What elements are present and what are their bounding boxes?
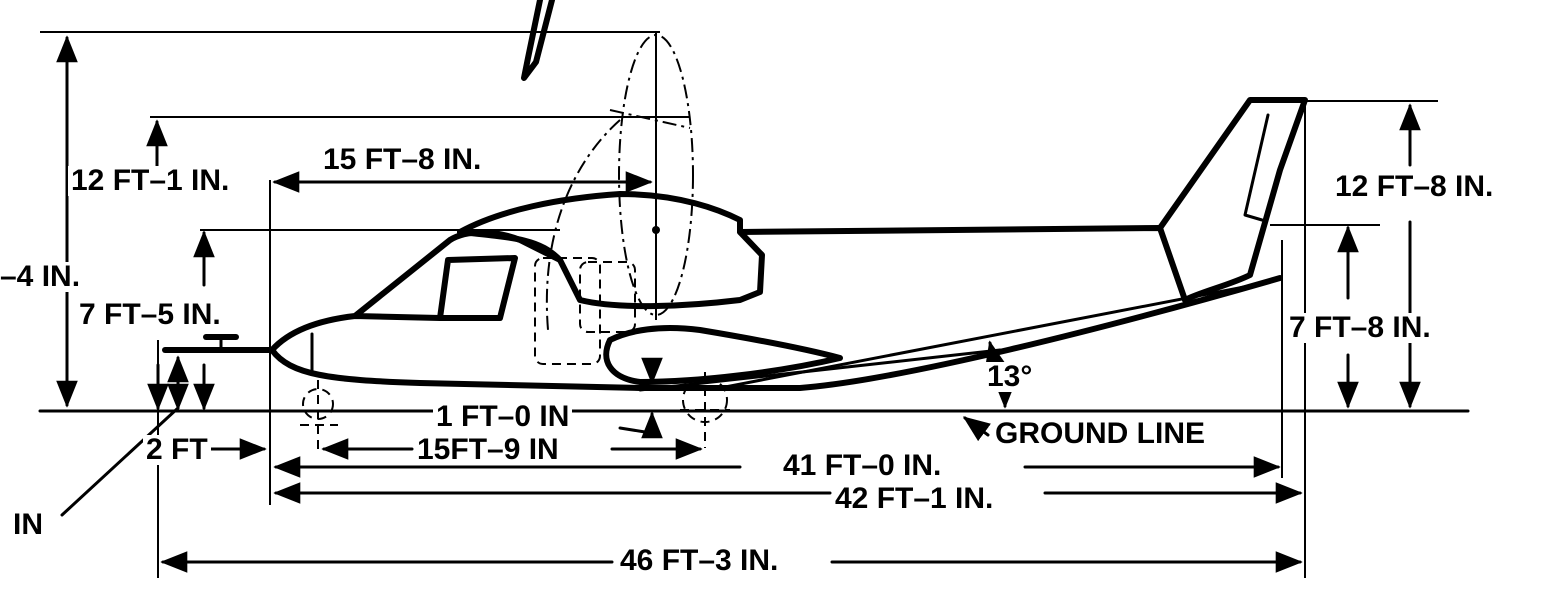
height-tail-top-label: 12 FT–8 IN. bbox=[1332, 172, 1497, 202]
rotor-blade bbox=[521, 0, 555, 81]
height-wing-label: 7 FT–5 IN. bbox=[76, 300, 224, 330]
angle-label: 13° bbox=[984, 362, 1036, 392]
length-overall-label: 46 FT–3 IN. bbox=[617, 546, 782, 576]
nose-gear bbox=[300, 380, 338, 450]
height-tail-bottom-label: 7 FT–8 IN. bbox=[1286, 313, 1434, 343]
gear-clearance-label: 1 FT–0 IN bbox=[433, 402, 573, 432]
main-gear bbox=[680, 372, 730, 448]
wheelbase-label: 15FT–9 IN bbox=[414, 435, 562, 465]
engine-dashed-outline bbox=[534, 257, 601, 365]
ground-line-label: GROUND LINE bbox=[992, 419, 1208, 449]
rotor-station-label: 15 FT–8 IN. bbox=[320, 145, 485, 175]
height-total-label: –4 IN. bbox=[0, 262, 84, 292]
extension-lines bbox=[40, 31, 1438, 578]
length-fuselage-label: 42 FT–1 IN. bbox=[832, 484, 997, 514]
nose-offset-label: 2 FT bbox=[143, 435, 211, 465]
pitot-label: IN bbox=[10, 510, 46, 540]
length-to-tail-label: 41 FT–0 IN. bbox=[780, 451, 945, 481]
fuselage bbox=[269, 97, 1308, 392]
height-rotor-tip-label: 12 FT–1 IN. bbox=[68, 166, 233, 196]
nose-probe bbox=[162, 334, 275, 353]
